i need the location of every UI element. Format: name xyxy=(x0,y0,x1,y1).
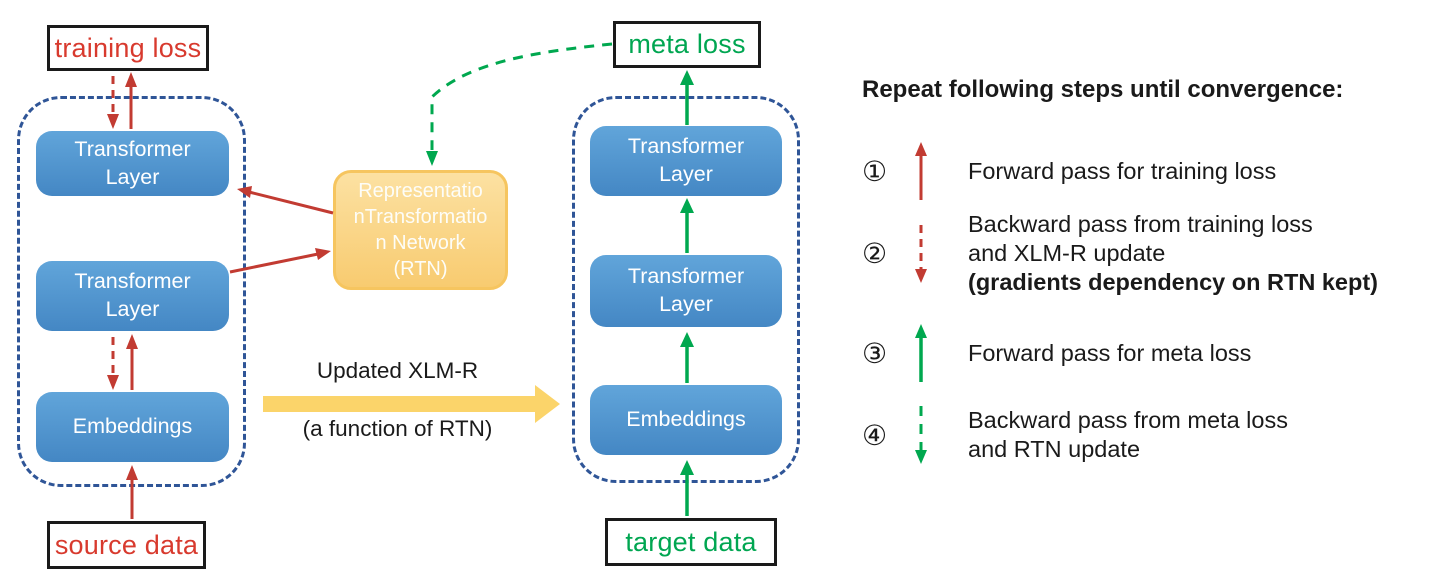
step-1-number: ① xyxy=(862,154,888,188)
rtn-box: Representatio nTransformatio n Network (… xyxy=(333,170,508,290)
rtn-label-line3: n Network xyxy=(375,232,466,254)
step-2-text: Backward pass from training loss and XLM… xyxy=(968,211,1378,295)
right-transformer-layer-1-box: Transformer Layer xyxy=(590,126,782,196)
step-3-number: ③ xyxy=(862,336,888,370)
transformer-label-line1: Transformer xyxy=(627,264,745,289)
step-1-text: Forward pass for training loss xyxy=(968,157,1277,184)
updated-xlmr-label: Updated XLM-R xyxy=(316,358,479,383)
transformer-label-line2: Layer xyxy=(659,292,713,316)
legend-title: Repeat following steps until convergence… xyxy=(862,76,1344,103)
step-3-text: Forward pass for meta loss xyxy=(968,339,1252,366)
embeddings-label: Embeddings xyxy=(72,414,193,439)
right-transformer-layer-2-box: Transformer Layer xyxy=(590,255,782,327)
target-data-label: target data xyxy=(625,526,757,557)
transformer-label-line1: Transformer xyxy=(74,136,191,161)
transformer-label-line1: Transformer xyxy=(627,134,745,159)
legend-item-1: ① Forward pass for training loss xyxy=(862,140,1276,202)
source-data-label: source data xyxy=(54,529,199,560)
step-4-text: Backward pass from meta loss and RTN upd… xyxy=(968,407,1288,462)
transformer-label-line1: Transformer xyxy=(74,269,191,294)
transformer-label-line2: Layer xyxy=(659,162,713,186)
embeddings-label: Embeddings xyxy=(626,407,746,432)
red-dashed-down-arrow-icon xyxy=(915,224,927,283)
legend-item-4: ④ Backward pass from meta loss and RTN u… xyxy=(862,404,1288,466)
rtn-label-line4: (RTN) xyxy=(393,258,448,280)
step-2-number: ② xyxy=(862,237,888,270)
step-4-number: ④ xyxy=(862,418,888,452)
meta-loss-box: meta loss xyxy=(613,21,761,68)
left-transformer-layer-2-box: Transformer Layer xyxy=(36,261,229,331)
rtn-to-transformer1-arrow xyxy=(237,186,334,215)
training-loss-label: training loss xyxy=(54,32,202,63)
source-data-box: source data xyxy=(47,521,206,569)
meta-loss-label: meta loss xyxy=(628,29,746,59)
rtn-label-line1: Representatio xyxy=(358,180,483,202)
red-solid-up-arrow-icon xyxy=(915,142,927,200)
green-solid-up-arrow-icon xyxy=(915,324,927,382)
rtn-label-line2: nTransformatio xyxy=(353,206,488,228)
left-transformer-layer-1-box: Transformer Layer xyxy=(36,131,229,196)
transformer-label-line2: Layer xyxy=(105,297,160,321)
green-dashed-down-arrow-icon xyxy=(915,406,927,464)
training-loss-box: training loss xyxy=(47,25,209,71)
function-of-rtn-label: (a function of RTN) xyxy=(302,416,493,441)
left-embeddings-box: Embeddings xyxy=(36,392,229,462)
legend-item-2: ② Backward pass from training loss and X… xyxy=(862,210,1378,297)
right-embeddings-box: Embeddings xyxy=(590,385,782,455)
target-data-box: target data xyxy=(605,518,777,566)
transformer-label-line2: Layer xyxy=(105,164,160,189)
legend-item-3: ③ Forward pass for meta loss xyxy=(862,322,1251,384)
